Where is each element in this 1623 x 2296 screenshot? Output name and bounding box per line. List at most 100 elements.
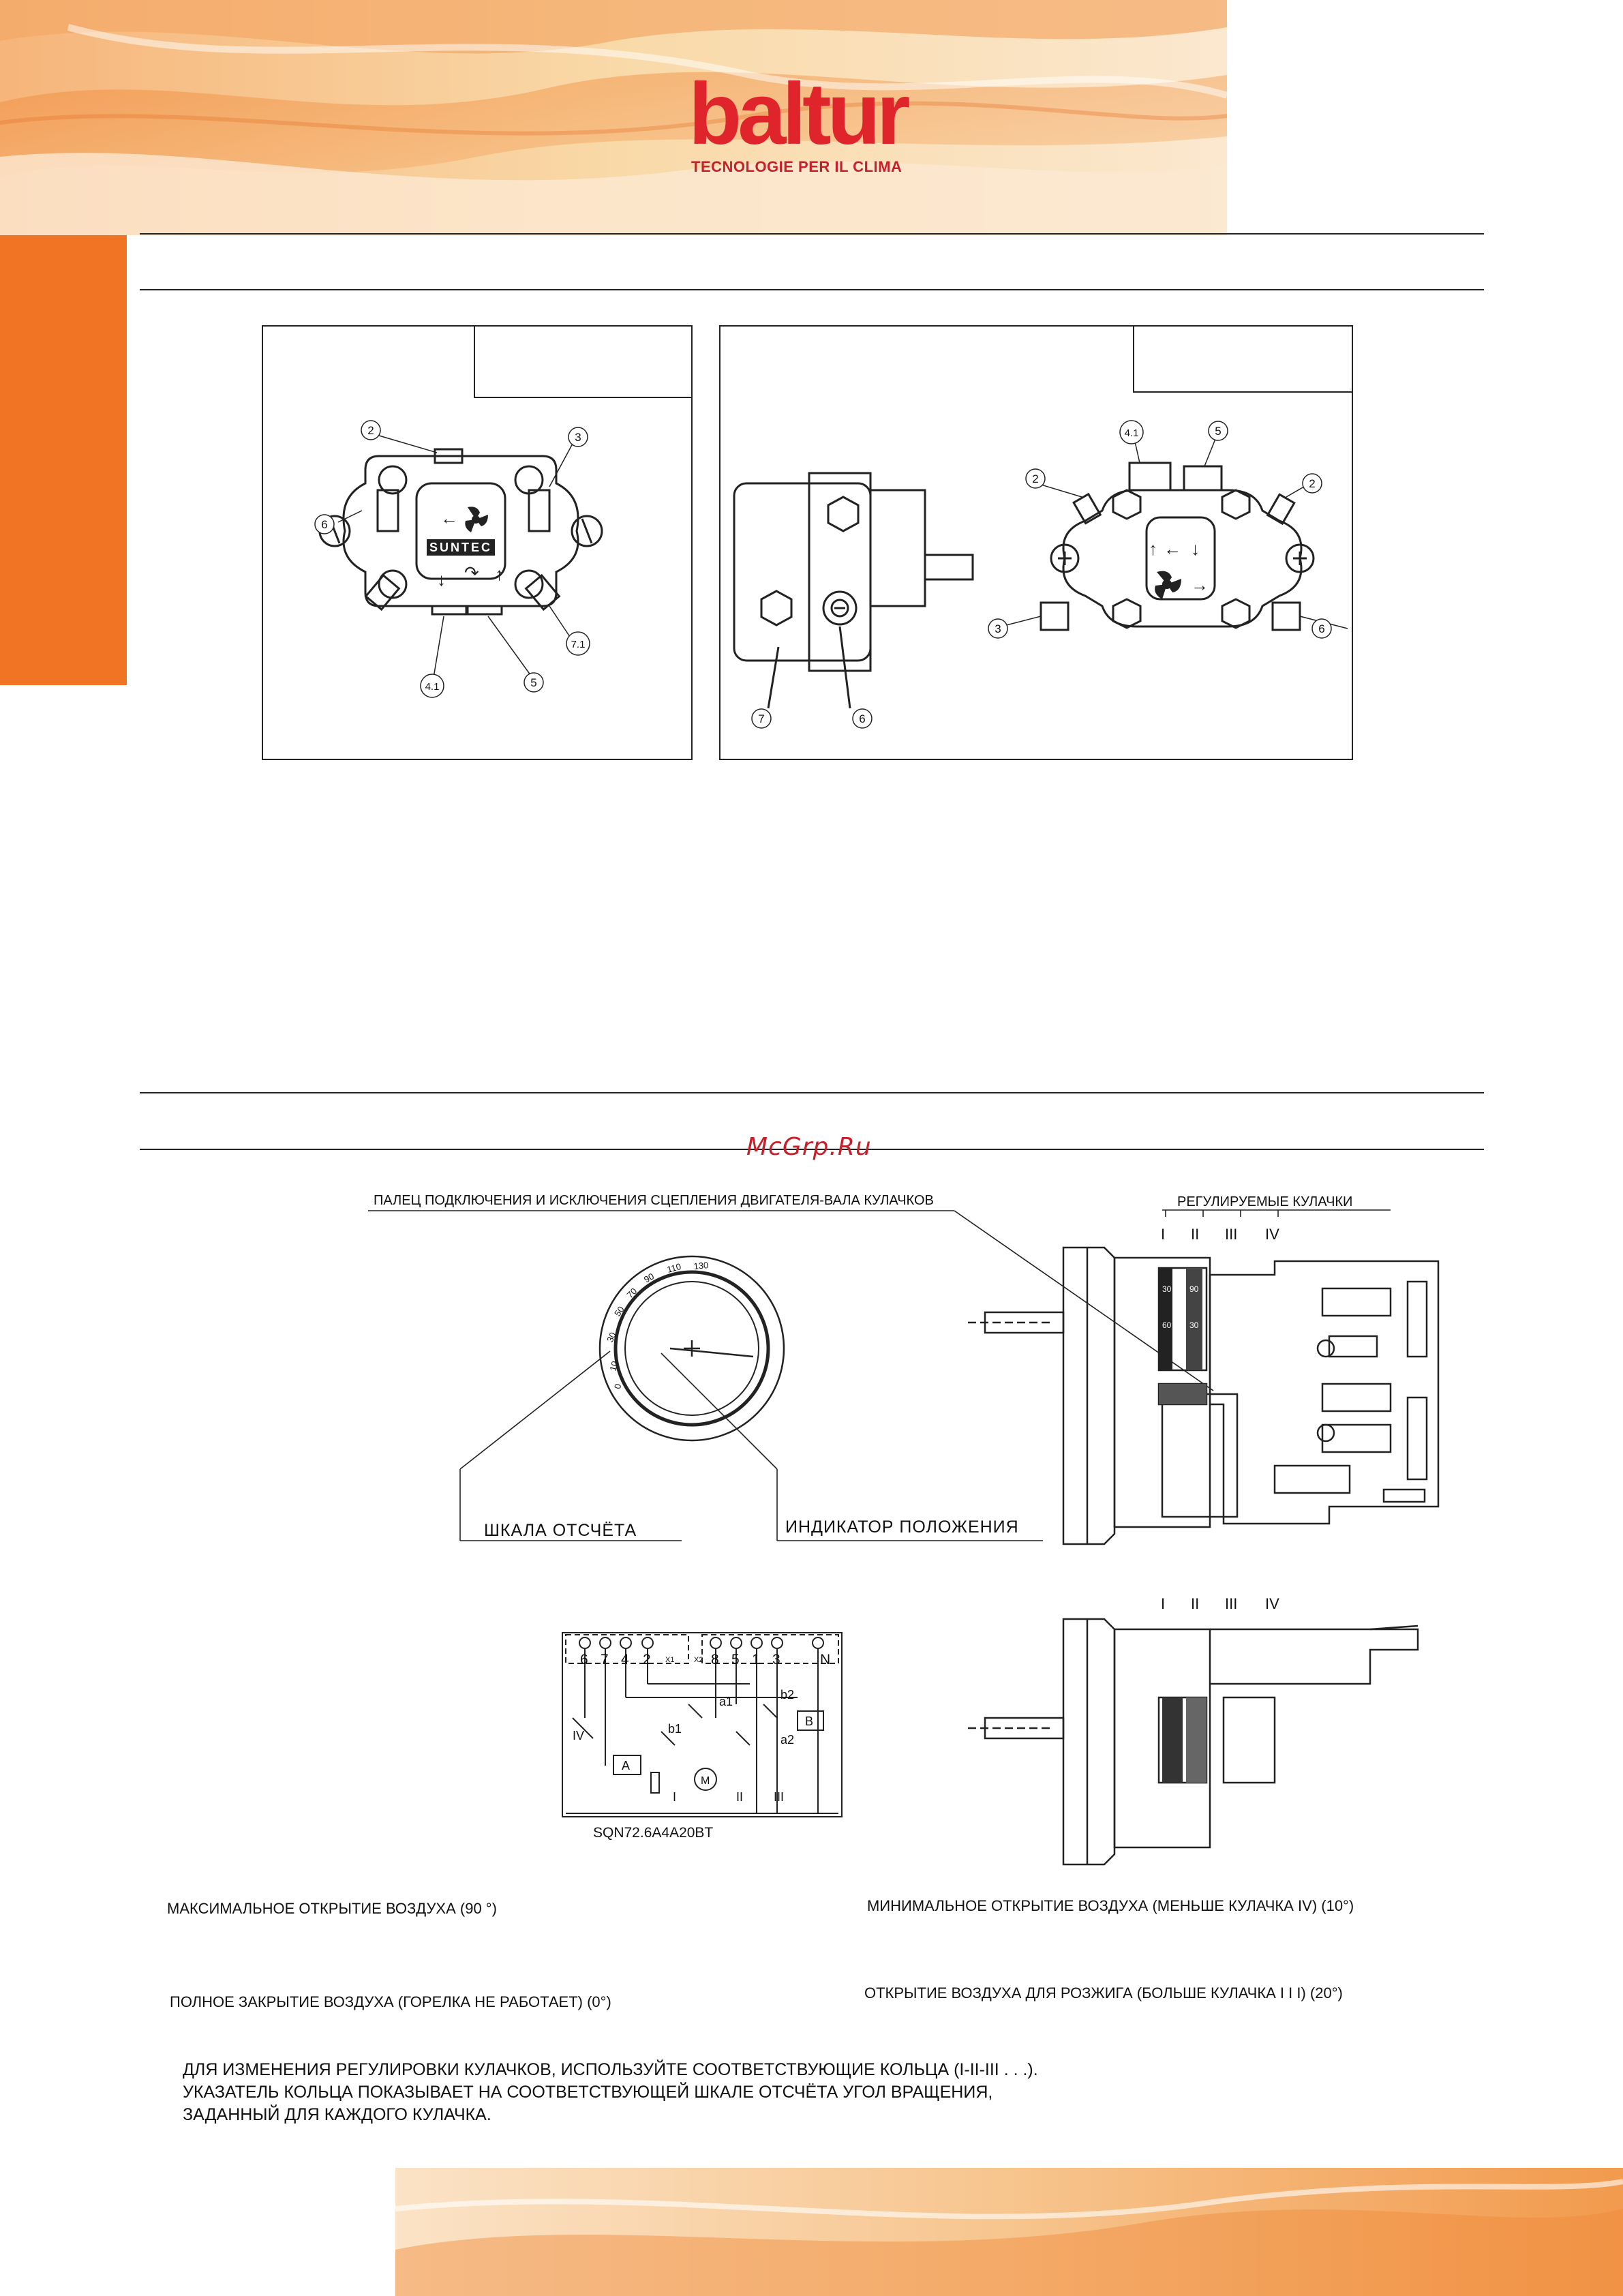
note-line-3: ЗАДАННЫЙ ДЛЯ КАЖДОГО КУЛАЧКА.: [183, 2105, 491, 2124]
arrow-left-icon: ←: [1164, 539, 1181, 559]
cam-numeral-1-bottom: I: [1161, 1595, 1165, 1612]
arrow-up-icon: ↑: [495, 564, 504, 584]
side-accent-bar: [0, 235, 127, 685]
servo-model-label: SQN72.6A4A20BT: [593, 1825, 713, 1841]
terminal-6: 6: [580, 1652, 588, 1667]
callout-3: 3: [995, 622, 1001, 635]
note-line-2: УКАЗАТЕЛЬ КОЛЬЦА ПОКАЗЫВАЕТ НА СООТВЕТСТ…: [183, 2083, 993, 2102]
dial-tick-110: 110: [666, 1261, 682, 1275]
wiring-label-iii: III: [774, 1790, 784, 1804]
callout-3: 3: [575, 431, 581, 444]
wiring-diagram: [562, 1632, 843, 1817]
servo-side-view-bottom: [968, 1618, 1419, 1866]
section-rule-top-2: [140, 289, 1484, 290]
caption-ignition-open: ОТКРЫТИЕ ВОЗДУХА ДЛЯ РОЗЖИГА (БОЛЬШЕ КУЛ…: [864, 1984, 1343, 2002]
callout-2-left: 2: [1032, 472, 1038, 485]
arrow-curve-icon: ↷: [464, 562, 479, 583]
wiring-label-a1: a1: [719, 1695, 733, 1708]
pump-side-front-drawing: ↑ ← ↓ → 4.1 5 2 2: [733, 327, 1352, 729]
terminal-n: N: [820, 1652, 830, 1667]
footer-flame-background: [395, 2168, 1623, 2296]
dial-tick-130: 130: [693, 1260, 709, 1271]
callout-2-right: 2: [1309, 477, 1315, 490]
finger-label: ПАЛЕЦ ПОДКЛЮЧЕНИЯ И ИСКЛЮЧЕНИЯ СЦЕПЛЕНИЯ…: [374, 1193, 934, 1208]
cam-value-3: 90: [1189, 1284, 1199, 1294]
callout-6: 6: [1318, 622, 1324, 635]
arrow-up-icon: ↑: [1149, 539, 1157, 559]
callout-5: 5: [530, 676, 536, 689]
cam-numeral-3: III: [1225, 1226, 1237, 1243]
cams-label: РЕГУЛИРУЕМЫЕ КУЛАЧКИ: [1177, 1194, 1353, 1209]
arrow-down-icon: ↓: [437, 569, 446, 590]
callout-5: 5: [1215, 425, 1221, 438]
cam-value-1: 30: [1162, 1284, 1172, 1294]
terminal-group-x1: X1: [665, 1656, 674, 1664]
fan-icon: [465, 507, 488, 532]
logo-tagline: TECNOLOGIE PER IL CLIMA: [691, 158, 902, 175]
logo-wordmark: baltur: [688, 65, 911, 163]
cam-value-4: 30: [1189, 1320, 1199, 1330]
cam-numeral-1: I: [1161, 1226, 1165, 1243]
pump-figure-left: SUNTEC ← ↓ ↷ ↑ 2 3 6 7.1: [262, 325, 693, 760]
scale-dial: [598, 1255, 785, 1442]
wiring-label-i: I: [673, 1790, 676, 1804]
cam-adjustment-note: ДЛЯ ИЗМЕНЕНИЯ РЕГУЛИРОВКИ КУЛАЧКОВ, ИСПО…: [183, 2059, 1038, 2126]
pump-figure-right: ↑ ← ↓ → 4.1 5 2 2: [719, 325, 1353, 760]
terminal-8: 8: [711, 1652, 719, 1667]
callout-2: 2: [367, 424, 374, 437]
terminal-3: 3: [772, 1652, 780, 1667]
wiring-label-iv: IV: [573, 1729, 584, 1742]
note-line-1: ДЛЯ ИЗМЕНЕНИЯ РЕГУЛИРОВКИ КУЛАЧКОВ, ИСПО…: [183, 2060, 1038, 2079]
baltur-logo: baltur TECNOLOGIE PER IL CLIMA: [688, 65, 934, 183]
indicator-label: ИНДИКАТОР ПОЛОЖЕНИЯ: [785, 1517, 1019, 1537]
caption-max-open: МАКСИМАЛЬНОЕ ОТКРЫТИЕ ВОЗДУХА (90 °): [167, 1900, 497, 1917]
dial-tick-0: 0: [612, 1383, 623, 1390]
terminal-group-x2: X2: [694, 1656, 703, 1664]
callout-6: 6: [321, 518, 327, 531]
cam-numeral-4-bottom: IV: [1265, 1595, 1279, 1612]
wiring-label-m: M: [701, 1775, 710, 1787]
callout-7: 7: [758, 712, 764, 725]
terminal-7: 7: [601, 1652, 609, 1667]
callout-4-1: 4.1: [1125, 427, 1139, 439]
terminal-1: 1: [752, 1652, 760, 1667]
callout-7-1: 7.1: [571, 639, 586, 650]
dial-tick-90: 90: [642, 1271, 656, 1284]
wiring-label-b2: b2: [780, 1688, 794, 1702]
cam-value-2: 60: [1162, 1320, 1172, 1330]
wiring-label-ii: II: [736, 1790, 743, 1804]
suntec-pump-drawing: SUNTEC ← ↓ ↷ ↑ 2 3 6 7.1: [314, 327, 691, 698]
caption-full-close: ПОЛНОЕ ЗАКРЫТИЕ ВОЗДУХА (ГОРЕЛКА НЕ РАБО…: [170, 1993, 611, 2010]
pump-brand-label: SUNTEC: [429, 541, 492, 554]
arrow-down-icon: ↓: [1191, 539, 1200, 559]
section-rule-mid-2: [140, 1149, 1484, 1150]
cam-value-6: 90: [1232, 1744, 1241, 1754]
arrow-right-icon: →: [1191, 575, 1209, 595]
wiring-label-b: B: [805, 1715, 813, 1728]
header-flame-background: [0, 0, 1227, 235]
watermark: McGrp.Ru: [746, 1133, 872, 1161]
cam-numeral-2-bottom: II: [1191, 1595, 1199, 1612]
servomotor-diagram: 0 10 30 50 70 90 110 130 30 6: [368, 1209, 1440, 1866]
dial-tick-30: 30: [605, 1331, 618, 1344]
callout-6-side: 6: [859, 712, 865, 725]
callout-4-1: 4.1: [425, 681, 440, 693]
terminal-5: 5: [731, 1652, 740, 1667]
scale-label: ШКАЛА ОТСЧЁТА: [484, 1521, 637, 1540]
cam-value-5: 60: [1232, 1717, 1241, 1727]
section-rule-mid-1: [140, 1092, 1484, 1093]
arrow-left-icon: ←: [440, 508, 458, 528]
terminal-2: 2: [643, 1652, 651, 1667]
section-rule-top-1: [140, 233, 1484, 235]
wiring-label-a: A: [622, 1759, 630, 1772]
wiring-label-a2: a2: [780, 1733, 794, 1747]
caption-min-open: МИНИМАЛЬНОЕ ОТКРЫТИЕ ВОЗДУХА (МЕНЬШЕ КУЛ…: [867, 1897, 1354, 1914]
dial-tick-10: 10: [607, 1360, 620, 1372]
dial-tick-50: 50: [612, 1304, 626, 1318]
wiring-label-b1: b1: [668, 1722, 682, 1736]
cam-value-7: 30: [1232, 1765, 1241, 1774]
cam-numeral-3-bottom: III: [1225, 1595, 1237, 1612]
cam-numeral-2: II: [1191, 1226, 1199, 1243]
cam-numeral-4: IV: [1265, 1226, 1279, 1243]
fan-icon: [1155, 571, 1181, 599]
